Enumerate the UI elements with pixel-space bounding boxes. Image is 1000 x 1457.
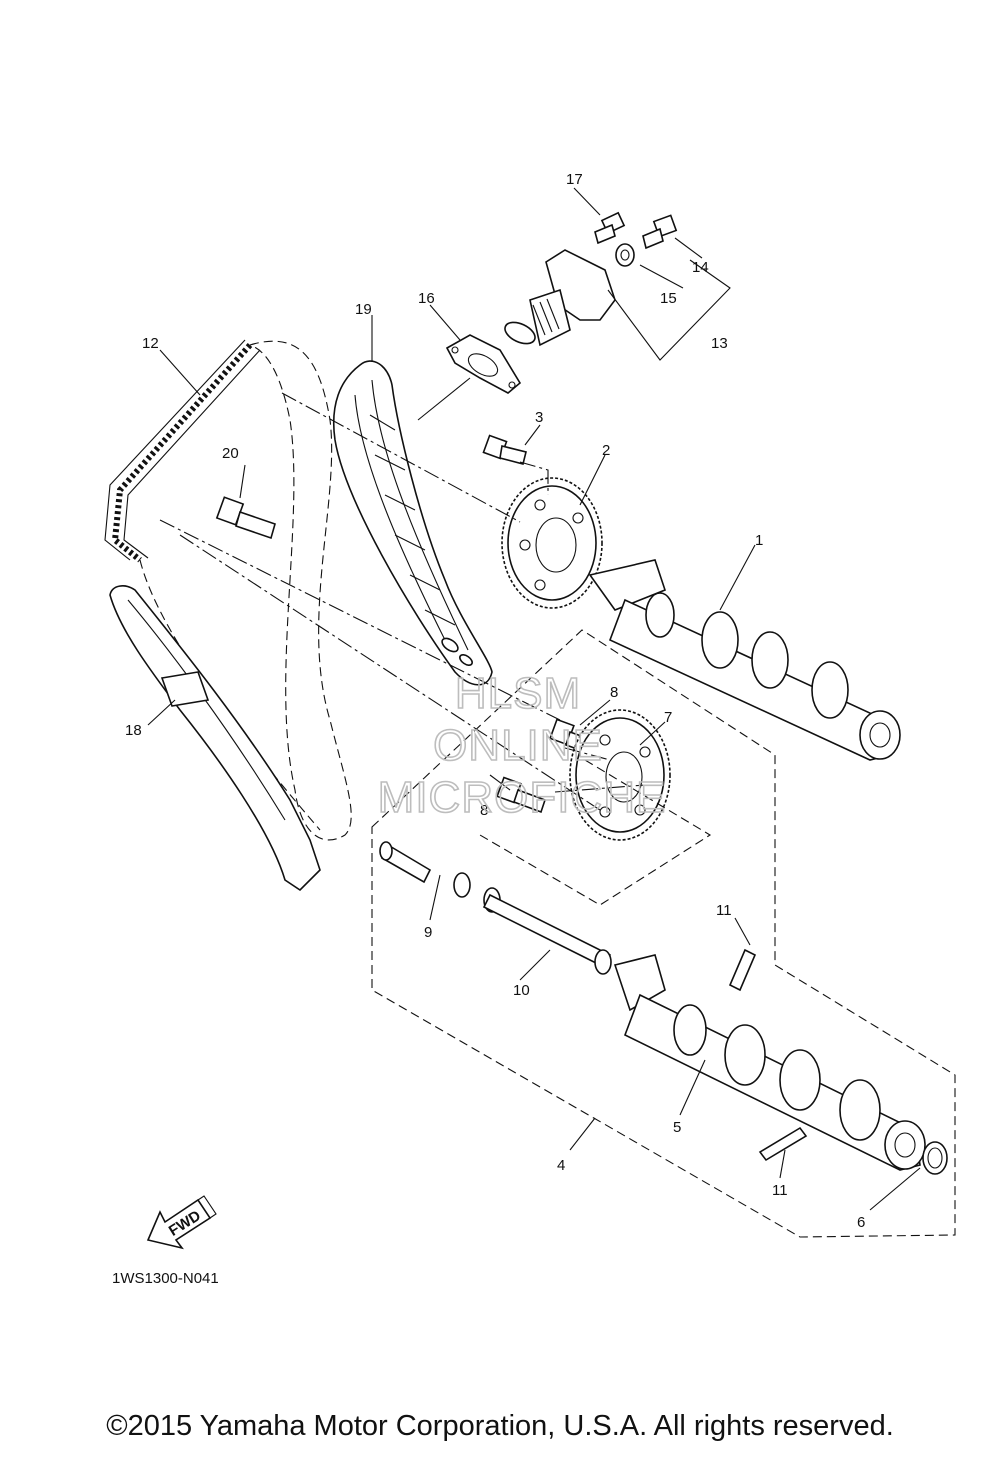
- callout-2: 2: [602, 442, 610, 459]
- watermark-line-1: HLSM: [455, 669, 581, 718]
- watermark-line-3: MICROFICHE: [378, 773, 667, 822]
- watermark-line-2: ONLINE: [433, 721, 603, 770]
- callout-5: 5: [673, 1119, 681, 1136]
- callout-20: 20: [222, 445, 239, 462]
- assembly-outline-4: [371, 629, 956, 1238]
- callout-4: 4: [557, 1157, 565, 1174]
- ring-6: [922, 1141, 948, 1175]
- callout-16: 16: [418, 290, 435, 307]
- bolt-14: [642, 214, 678, 250]
- callout-17: 17: [566, 171, 583, 188]
- callout-7: 7: [664, 709, 672, 726]
- camshaft-5: [613, 954, 926, 1171]
- callout-18: 18: [125, 722, 142, 739]
- sprocket-2: [501, 477, 603, 609]
- sub-outline-7: [479, 759, 712, 906]
- chain-guide-18: [109, 585, 321, 892]
- watermark: HLSM ONLINE MICROFICHE: [377, 668, 667, 823]
- tensioner-assembly-13: [504, 249, 616, 347]
- callout-15: 15: [660, 290, 677, 307]
- callout-3: 3: [535, 409, 543, 426]
- callout-13: 13: [711, 335, 728, 352]
- callout-6: 6: [857, 1214, 865, 1231]
- callout-11-upper: 11: [716, 902, 732, 919]
- leader-lines: [147, 187, 921, 1211]
- callout-1: 1: [755, 532, 763, 549]
- sprocket-7: [569, 709, 671, 841]
- callouts: 1 2 3 4 5 6 7 8 8 9 10 11 11 12 13 14 15…: [125, 171, 865, 1231]
- fwd-arrow-icon: FWD: [146, 1195, 217, 1250]
- tensioner-guide-19: [332, 360, 493, 686]
- bolt-3: [482, 434, 527, 465]
- diagram-code: 1WS1300-N041: [112, 1270, 219, 1287]
- washer-15: [615, 243, 635, 267]
- copyright-notice: ©2015 Yamaha Motor Corporation, U.S.A. A…: [106, 1410, 894, 1442]
- shaft-10: [482, 893, 612, 975]
- pin-11-lower: [758, 1126, 808, 1162]
- bolt-8-lower: [496, 776, 547, 814]
- callout-8-upper: 8: [610, 684, 618, 701]
- pin-11-upper: [728, 948, 757, 992]
- callout-12: 12: [142, 335, 159, 352]
- callout-19: 19: [355, 301, 372, 318]
- callout-11-lower: 11: [772, 1182, 788, 1199]
- bolt-20: [215, 496, 276, 540]
- callout-10: 10: [513, 982, 530, 999]
- callout-9: 9: [424, 924, 432, 941]
- camshaft-1: [588, 559, 901, 761]
- bolt-17: [594, 211, 626, 245]
- callout-8-lower: 8: [480, 802, 488, 819]
- callout-14: 14: [692, 259, 709, 276]
- gasket-16: [445, 334, 522, 394]
